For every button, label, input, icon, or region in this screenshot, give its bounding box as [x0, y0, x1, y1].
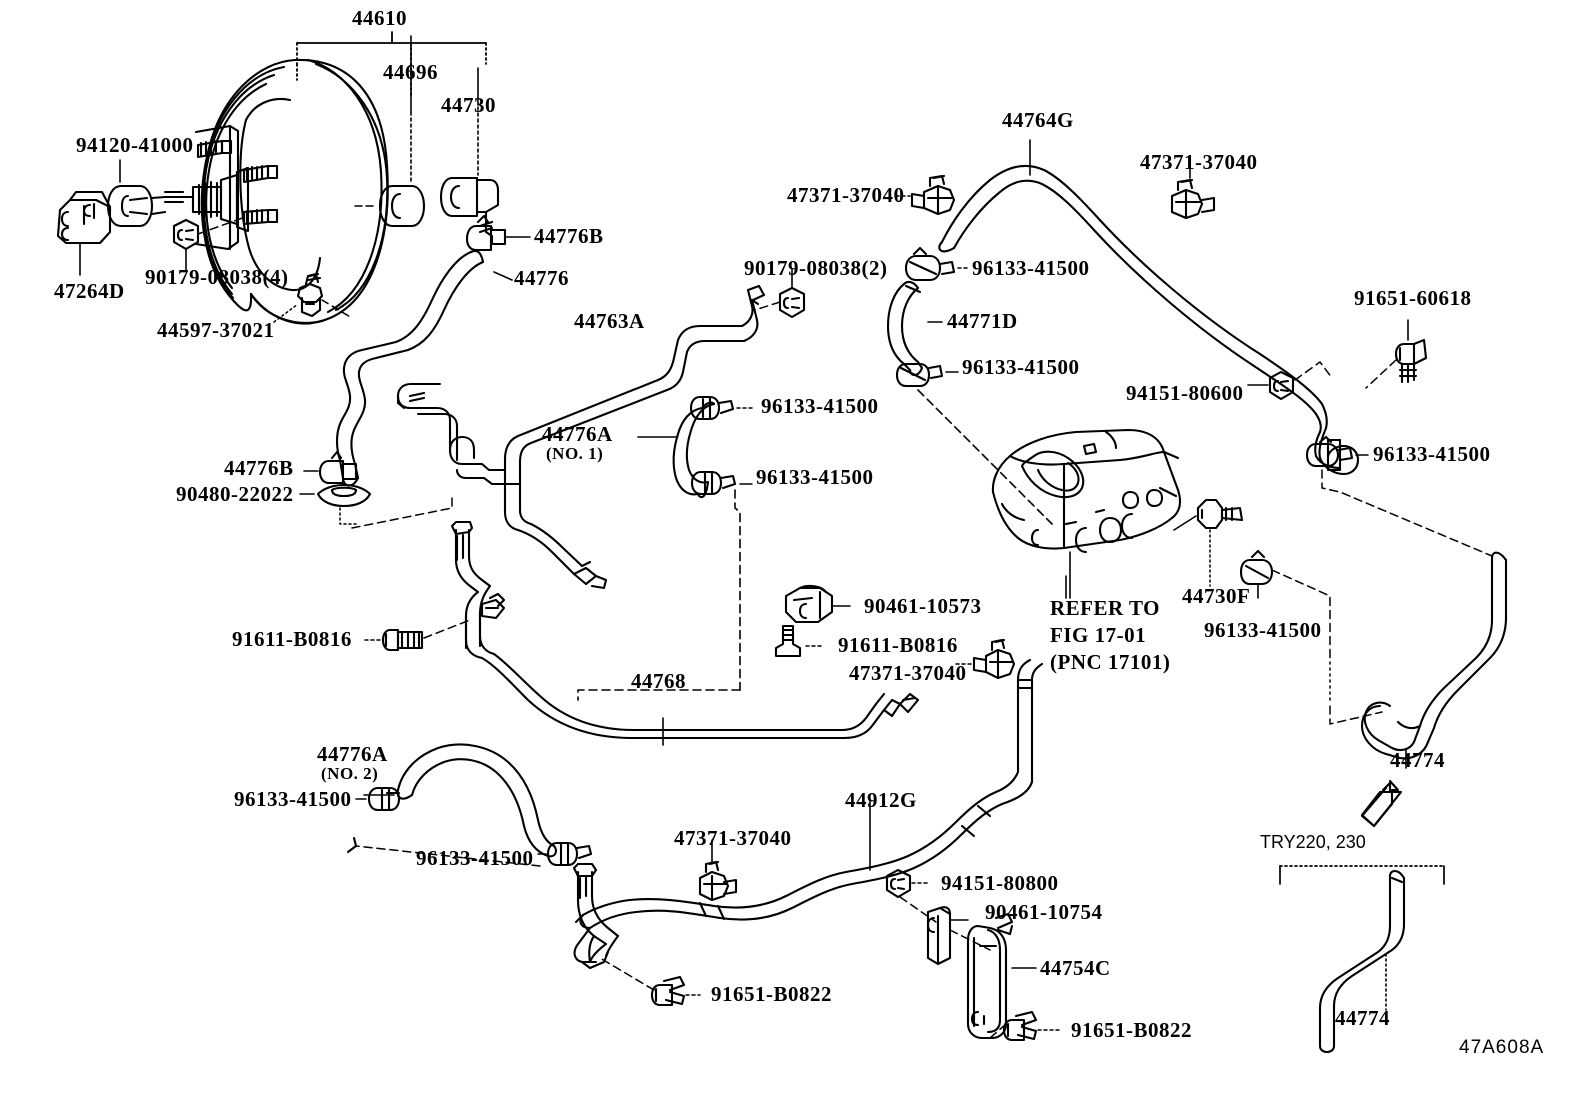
part-90179-08038-2	[754, 269, 806, 319]
hose-44776A-no1	[637, 401, 716, 499]
bolt-91651-B0822-right	[989, 1010, 1061, 1042]
clamp-47371-37040-ul	[895, 174, 956, 216]
clamp-47371-37040-bottom	[698, 839, 738, 902]
clip-96133-41500-d	[346, 836, 593, 867]
part-44696	[354, 35, 426, 228]
label-91651-60618: 91651-60618	[1354, 286, 1472, 310]
label-91651-B0822-right: 91651-B0822	[1071, 1018, 1192, 1042]
figure-code: 47A608A	[1459, 1037, 1545, 1058]
refer-note-line2: FIG 17-01	[1050, 623, 1147, 647]
label-94151-80800: 94151-80800	[941, 871, 1059, 895]
hose-44912G	[573, 658, 1044, 970]
label-90179-08038-2: 90179-08038(2)	[744, 256, 888, 280]
clip-96133-41500-b	[577, 470, 753, 701]
bolt-91651-B0822-left	[599, 957, 701, 1007]
bolt-91651-60618	[1365, 319, 1428, 389]
label-90461-10573: 90461-10573	[864, 594, 982, 618]
label-94151-80600: 94151-80600	[1126, 381, 1244, 405]
label-96133-41500-f: 96133-41500	[962, 355, 1080, 379]
part-44730	[439, 67, 500, 246]
label-96133-41500-d: 96133-41500	[416, 846, 534, 870]
part-44776B-top	[465, 214, 531, 252]
label-44771D: 44771D	[947, 309, 1018, 333]
hose-44774-lower	[1318, 869, 1406, 1054]
label-96133-41500-e: 96133-41500	[972, 256, 1090, 280]
pipe-44763A	[396, 284, 766, 590]
label-44774-lower: 44774	[1335, 1006, 1390, 1030]
label-90179-08038-4: 90179-08038(4)	[145, 265, 289, 289]
label-44776A-no1-sub: (NO. 1)	[546, 444, 604, 463]
clip-96133-41500-c	[355, 786, 401, 812]
label-44774-upper: 44774	[1390, 748, 1445, 772]
label-94120-41000: 94120-41000	[76, 133, 194, 157]
label-90480-22022: 90480-22022	[176, 482, 294, 506]
bolt-91611-B0816-left	[364, 619, 471, 652]
label-47371-37040-mid: 47371-37040	[849, 661, 967, 685]
label-44776: 44776	[514, 266, 569, 290]
label-44776B-top: 44776B	[534, 224, 604, 248]
label-44597-37021: 44597-37021	[157, 318, 275, 342]
label-44696: 44696	[383, 60, 438, 84]
label-96133-41500-h: 96133-41500	[1373, 442, 1491, 466]
refer-note-line3: (PNC 17101)	[1050, 650, 1171, 674]
label-96133-41500-g: 96133-41500	[1204, 618, 1322, 642]
label-try220-230: TRY220, 230	[1260, 832, 1366, 852]
label-47371-37040-ul: 47371-37040	[787, 183, 905, 207]
part-90179-08038-4	[172, 215, 249, 271]
label-91611-B0816-left: 91611-B0816	[232, 627, 352, 651]
label-44768: 44768	[631, 669, 686, 693]
clamp-47371-37040-mid	[955, 638, 1016, 680]
label-44912G: 44912G	[845, 788, 917, 812]
label-90461-10754: 90461-10754	[985, 900, 1103, 924]
label-44776A-no2-sub: (NO. 2)	[321, 764, 379, 783]
hose-44764G	[938, 139, 1360, 476]
label-44776B-mid: 44776B	[224, 456, 294, 480]
tube-44768	[450, 520, 920, 746]
variant-arrow	[1360, 779, 1403, 828]
label-47371-37040-bottom: 47371-37040	[674, 826, 792, 850]
label-44776A-no2: 44776A	[317, 742, 388, 766]
label-91651-B0822-left: 91651-B0822	[711, 982, 832, 1006]
label-96133-41500-c: 96133-41500	[234, 787, 352, 811]
clip-96133-41500-h	[1305, 435, 1493, 557]
hose-44774-upper	[1360, 551, 1508, 769]
label-91611-B0816-mid: 91611-B0816	[838, 633, 958, 657]
intake-manifold	[991, 428, 1182, 599]
part-44730F	[1173, 498, 1244, 587]
label-44763A: 44763A	[574, 309, 645, 333]
part-44776B-mid	[303, 450, 358, 485]
clip-96133-41500-f	[895, 362, 1053, 525]
refer-note-line1: REFER TO	[1050, 596, 1161, 620]
clip-96133-41500-e	[904, 246, 969, 282]
label-96133-41500-a: 96133-41500	[761, 394, 879, 418]
part-47264D	[56, 190, 112, 276]
part-44597-37021	[273, 272, 353, 323]
hose-bottom-left-elbow	[572, 862, 620, 964]
label-47264D: 47264D	[54, 279, 125, 303]
label-44730: 44730	[441, 93, 496, 117]
clamp-90461-10573	[784, 584, 851, 624]
bolt-91611-B0816-mid	[774, 624, 825, 658]
variant-bracket	[1279, 865, 1445, 885]
nut-94151-80600	[1247, 361, 1333, 401]
label-47371-37040-ur: 47371-37040	[1140, 150, 1258, 174]
bracket-44754C	[966, 912, 1037, 1040]
label-44776A-no1: 44776A	[542, 422, 613, 446]
label-96133-41500-b: 96133-41500	[756, 465, 874, 489]
label-44754C: 44754C	[1040, 956, 1111, 980]
part-90480-22022	[299, 483, 453, 529]
clamp-47371-37040-ur	[1170, 161, 1216, 220]
label-44764G: 44764G	[1002, 108, 1074, 132]
clip-96133-41500-a	[689, 395, 756, 421]
part-94120-41000	[106, 159, 167, 228]
clamp-90461-10754	[926, 906, 991, 966]
nut-94151-80800	[885, 868, 937, 923]
hose-44776A-no2	[363, 743, 558, 858]
clip-96133-41500-g	[1239, 549, 1383, 725]
label-44730F: 44730F	[1182, 584, 1251, 608]
hose-44771D	[886, 280, 943, 377]
label-44610: 44610	[352, 6, 407, 30]
